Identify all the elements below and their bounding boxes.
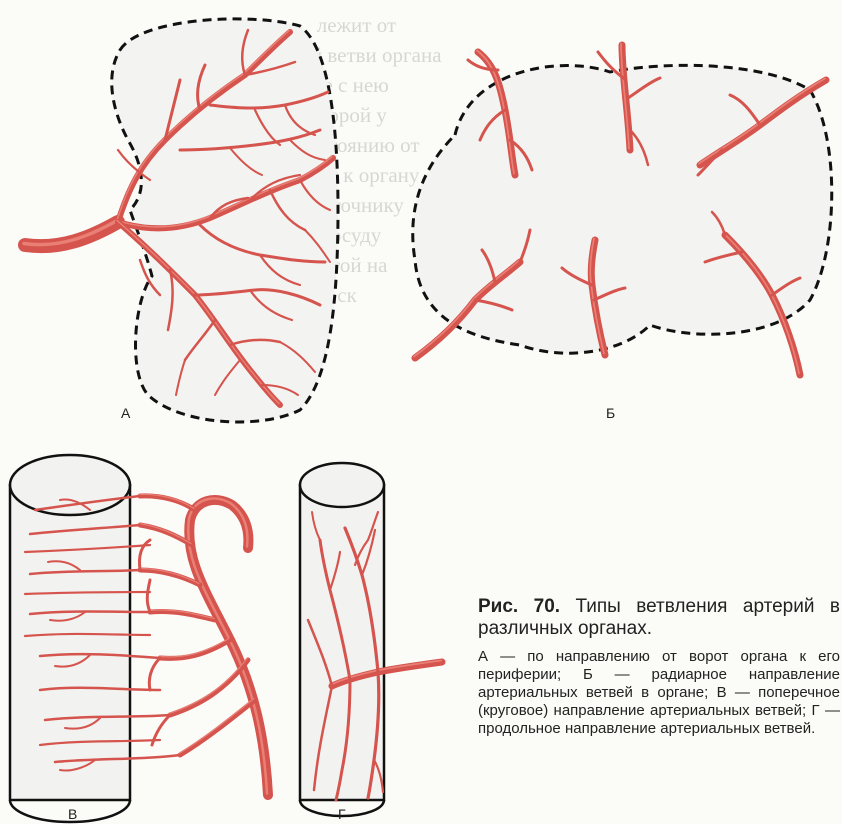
panel-a — [24, 19, 338, 422]
artery-branch — [170, 660, 248, 715]
figure-caption: Рис. 70. Типы ветвления артерий в различ… — [478, 596, 840, 738]
organ-b-outline — [413, 65, 832, 353]
artery-branch — [149, 658, 160, 690]
tube-g-top — [300, 463, 384, 507]
artery-branch — [147, 580, 150, 612]
artery-branch — [140, 496, 195, 510]
label-a: А — [121, 405, 130, 421]
artery-branch — [160, 640, 230, 658]
label-v: В — [68, 806, 77, 822]
organ-a-outline — [112, 19, 338, 422]
main-artery-v — [189, 500, 268, 795]
panel-v — [10, 455, 268, 822]
tube-v-body — [10, 485, 130, 800]
caption-prefix: Рис. 70. — [478, 596, 560, 617]
caption-body: А — по направлению от ворот органа к его… — [478, 648, 840, 738]
panel-b — [413, 44, 832, 376]
label-b: Б — [606, 405, 615, 421]
panel-g — [300, 463, 442, 816]
artery-highlight — [169, 659, 247, 714]
label-g: Г — [338, 806, 346, 822]
caption-title: Рис. 70. Типы ветвления артерий в различ… — [478, 596, 840, 640]
